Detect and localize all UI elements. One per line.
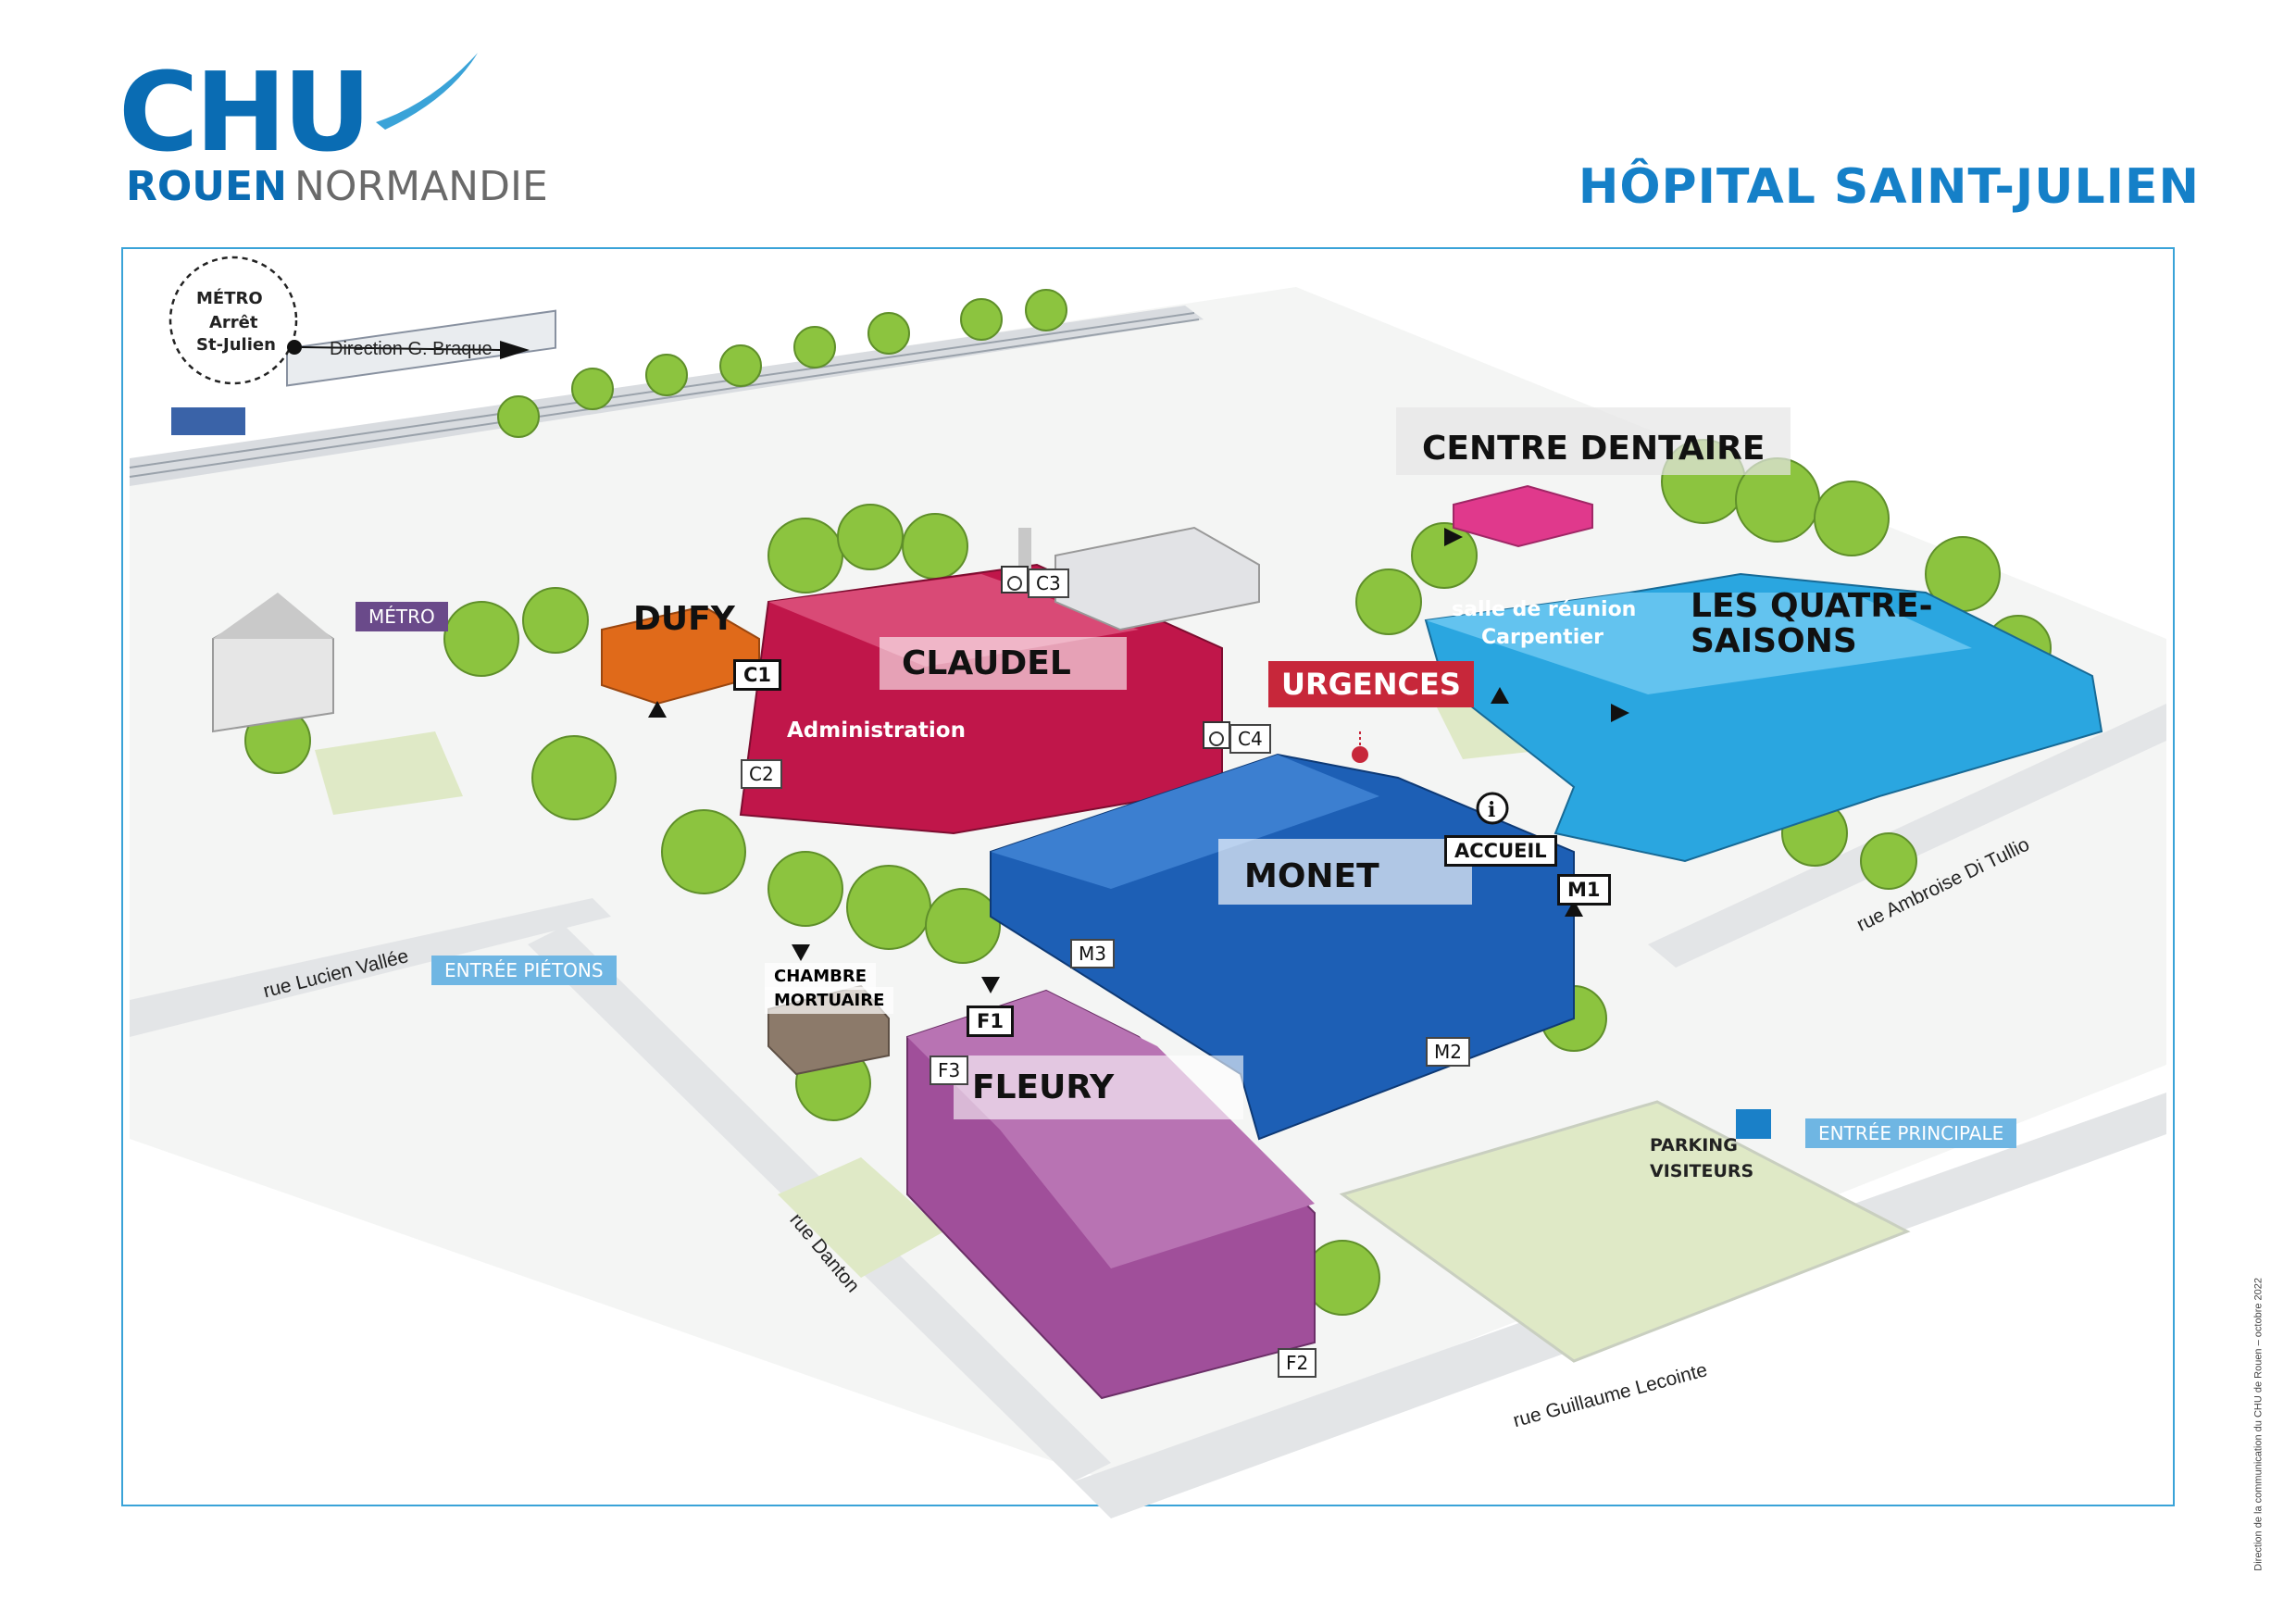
- entree-principale-flag: ENTRÉE PRINCIPALE: [1805, 1118, 2017, 1148]
- label-administration: Administration: [787, 718, 966, 743]
- logo-city: ROUEN: [126, 163, 287, 210]
- label-fleury: FLEURY: [954, 1056, 1244, 1119]
- entrance-m1: M1: [1557, 874, 1611, 906]
- parking-line2: VISITEURS: [1650, 1161, 1754, 1181]
- entrance-markers: [648, 528, 1629, 993]
- entrance-c3: C3: [1028, 568, 1069, 598]
- label-monet: MONET: [1218, 839, 1472, 905]
- label-centre-dentaire: CENTRE DENTAIRE: [1396, 407, 1791, 475]
- metro-circle-name: St-Julien: [196, 335, 276, 355]
- metro-flag: MÉTRO: [356, 602, 448, 631]
- logo-region: NORMANDIE: [294, 163, 548, 210]
- building-annex: [1054, 526, 1260, 631]
- entrance-m2: M2: [1426, 1037, 1470, 1067]
- label-salle-line2: Carpentier: [1481, 626, 1603, 649]
- entrance-c2: C2: [741, 759, 782, 789]
- metro-stop-circle: [168, 256, 530, 385]
- entree-pietons-flag: ENTRÉE PIÉTONS: [431, 956, 617, 985]
- label-chambre-line1: CHAMBRE: [765, 963, 876, 990]
- metro-circle-stop: Arrêt: [209, 313, 258, 332]
- map-frame: [121, 247, 2175, 1506]
- logo-chu-text: CHU: [119, 48, 371, 176]
- entrance-f1: F1: [967, 1006, 1014, 1037]
- building-centre-dentaire: [1453, 484, 1593, 548]
- chu-logo: CHU ROUEN NORMANDIE: [119, 48, 548, 215]
- label-dufy: DUFY: [633, 600, 735, 638]
- label-claudel: CLAUDEL: [880, 637, 1127, 690]
- metro-circle-title: MÉTRO: [196, 289, 263, 308]
- label-quatre-line2: SAISONS: [1691, 622, 1857, 660]
- label-urgences: URGENCES: [1268, 661, 1474, 707]
- wheelchair-icon: [1001, 566, 1230, 749]
- entrance-f2: F2: [1278, 1348, 1317, 1378]
- credit-line: Direction de la communication du CHU de …: [2253, 1278, 2265, 1571]
- logo-swoosh-icon: [376, 53, 478, 130]
- label-salle-line1: salle de réunion: [1452, 598, 1637, 621]
- entrance-f3: F3: [930, 1056, 969, 1085]
- label-quatre-line1: LES QUATRE-: [1691, 587, 1933, 625]
- parking-line1: PARKING: [1650, 1135, 1738, 1156]
- entrance-m3: M3: [1070, 939, 1115, 968]
- page-title: HÔPITAL SAINT-JULIEN: [1578, 159, 2200, 215]
- info-icon: i: [1476, 792, 1509, 825]
- metro-direction: Direction G. Braque: [330, 339, 493, 359]
- entrance-c4: C4: [1229, 724, 1271, 754]
- svg-text:i: i: [1488, 798, 1495, 822]
- parking-sign-icon: [1736, 1109, 1771, 1139]
- chapel: [212, 593, 334, 733]
- entrance-c1: C1: [733, 659, 782, 691]
- label-chambre-line2: MORTUAIRE: [765, 987, 894, 1014]
- building-quatre-saisons: [1424, 572, 2103, 863]
- label-accueil: ACCUEIL: [1444, 835, 1557, 867]
- urgences-pin-icon: [1352, 746, 1368, 763]
